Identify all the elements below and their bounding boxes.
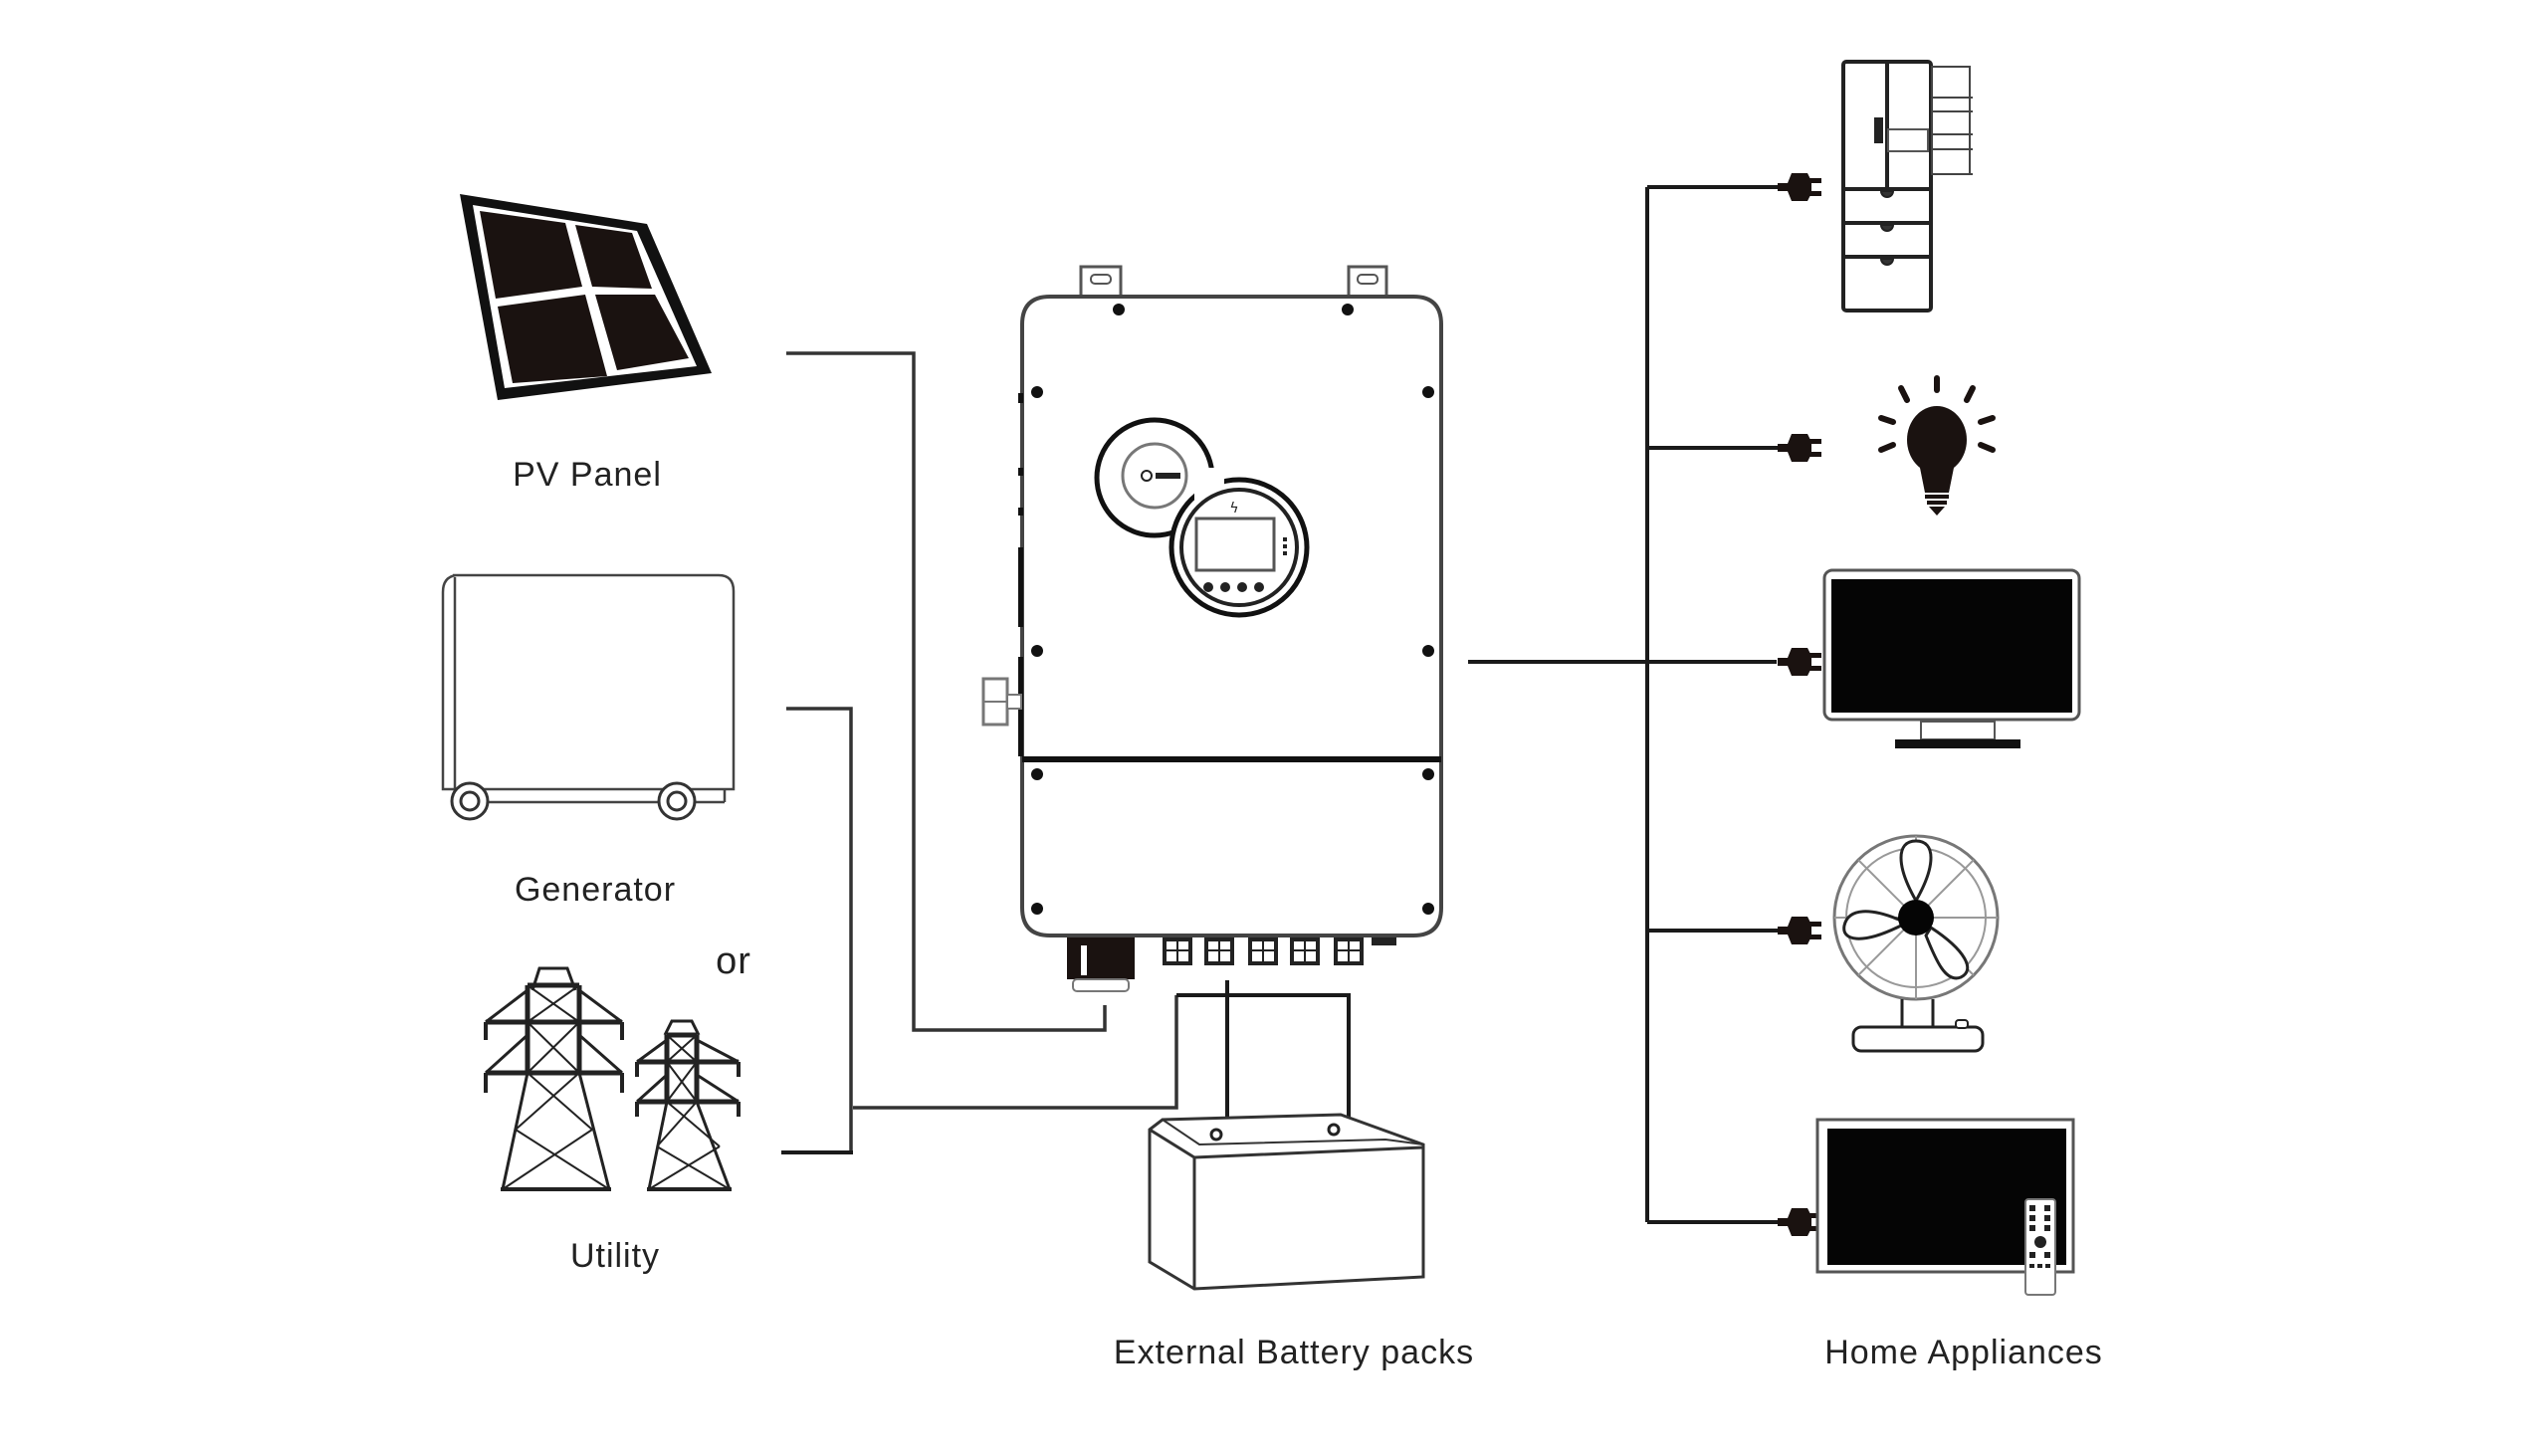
pv-panel-label: PV Panel — [513, 456, 662, 494]
screws — [1031, 304, 1434, 915]
power-tower-icon — [484, 966, 741, 1191]
small-tower — [635, 1019, 741, 1191]
control-buttons — [1203, 582, 1264, 592]
mounting-bracket — [1079, 265, 1123, 299]
utility-label: Utility — [569, 1237, 661, 1275]
lcd-screen — [1194, 517, 1276, 572]
plugs — [1778, 173, 1821, 1236]
large-tower — [484, 966, 624, 1191]
grid-wire — [853, 995, 1178, 1110]
battery-wire-negative — [1176, 993, 1351, 1135]
wires — [781, 185, 1782, 1224]
plug-icon — [1778, 434, 1821, 462]
pv-wire — [786, 351, 1107, 1032]
cable-glands — [1067, 937, 1396, 992]
generator-icon — [441, 573, 736, 821]
remote-control-icon — [2024, 1198, 2056, 1296]
plug-icon — [1778, 173, 1821, 201]
refrigerator-door-shelves — [1931, 66, 1973, 175]
dc-switch-icon — [981, 677, 1022, 727]
hybrid-inverter-icon: ϟ — [981, 265, 1443, 992]
generator-wire — [786, 707, 853, 1152]
fan-icon — [1832, 834, 2000, 1053]
svg-text:ϟ: ϟ — [1229, 501, 1238, 517]
or-label: or — [716, 940, 751, 982]
light-bulb-icon — [1878, 375, 1996, 516]
battery-icon — [1148, 1113, 1425, 1291]
battery-label: External Battery packs — [1113, 1334, 1475, 1371]
brand-logo-icon — [1141, 470, 1180, 482]
status-leds — [1283, 537, 1287, 555]
generator-label: Generator — [514, 871, 677, 909]
refrigerator-icon — [1841, 60, 1973, 312]
display-panel: ϟ — [1094, 417, 1310, 618]
plug-icon — [1778, 1208, 1821, 1236]
monitor-icon — [1822, 568, 2081, 748]
tv-icon — [1815, 1118, 2075, 1296]
plug-icon — [1778, 648, 1821, 676]
solar-panel-icon — [460, 194, 712, 400]
home-appliances-label: Home Appliances — [1824, 1334, 2103, 1371]
plug-icon — [1778, 917, 1821, 944]
